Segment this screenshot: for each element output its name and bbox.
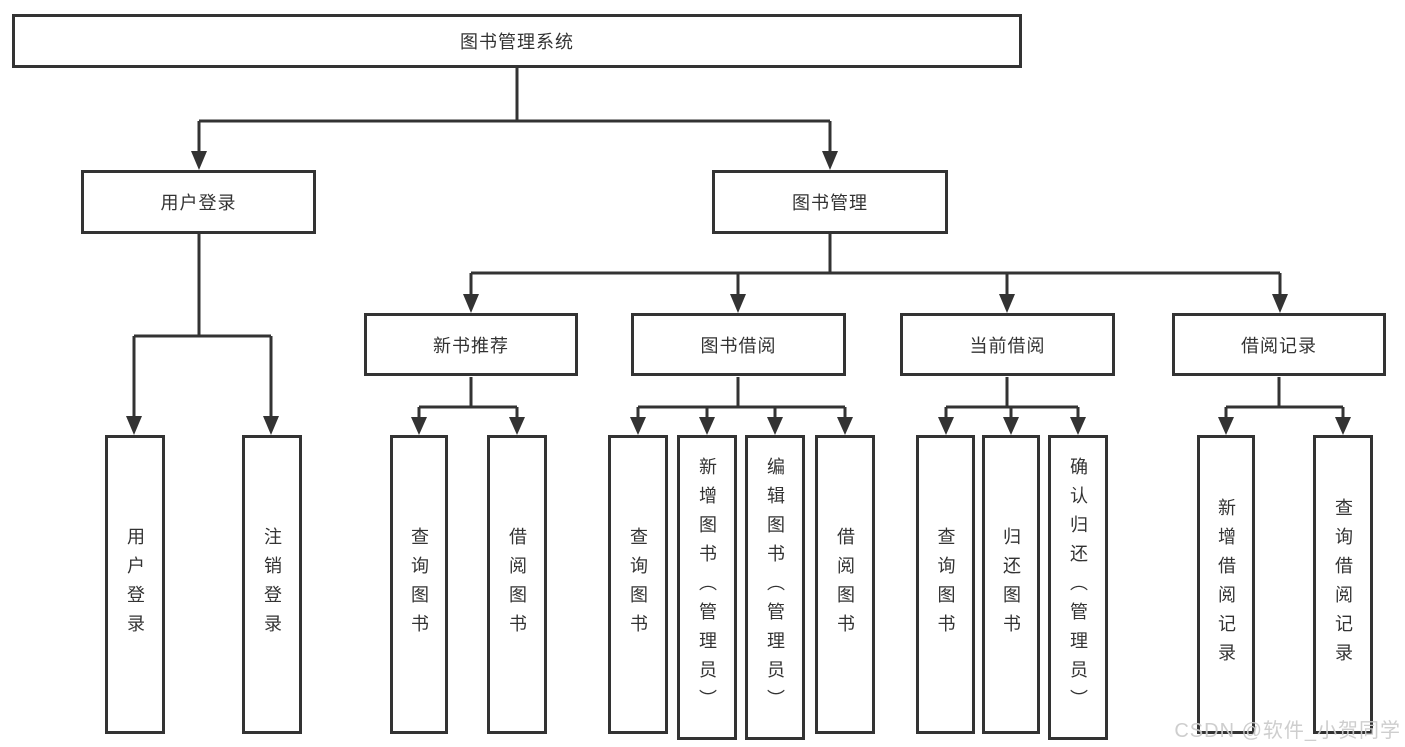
- node-user-login-label: 用户登录: [160, 193, 237, 213]
- leaf-recommend-borrow-books: 借阅图书: [487, 435, 547, 734]
- node-user-login: 用户登录: [81, 170, 316, 234]
- leaf-recommend-borrow-books-label: 借阅图书: [507, 526, 527, 643]
- node-new-book-recommend-label: 新书推荐: [433, 335, 509, 356]
- leaf-confirm-return-admin: 确认归还（管理员）: [1048, 435, 1108, 740]
- csdn-watermark: CSDN @软件_小贺同学: [1174, 720, 1401, 742]
- node-book-management: 图书管理: [712, 170, 948, 234]
- node-root: 图书管理系统: [12, 14, 1022, 68]
- leaf-borrow-books-label: 借阅图书: [835, 526, 855, 643]
- leaf-borrow-query-books: 查询图书: [608, 435, 668, 734]
- leaf-return-books: 归还图书: [982, 435, 1040, 734]
- leaf-add-books-admin: 新增图书（管理员）: [677, 435, 737, 740]
- leaf-current-query-books: 查询图书: [916, 435, 975, 734]
- leaf-confirm-return-admin-label: 确认归还（管理员）: [1068, 457, 1088, 718]
- node-new-book-recommend: 新书推荐: [364, 313, 578, 376]
- leaf-borrow-books: 借阅图书: [815, 435, 875, 734]
- node-book-borrow-label: 图书借阅: [700, 335, 777, 356]
- node-book-management-label: 图书管理: [792, 193, 868, 213]
- leaf-borrow-query-books-label: 查询图书: [628, 526, 648, 643]
- leaf-return-books-label: 归还图书: [1001, 526, 1021, 643]
- node-borrow-records: 借阅记录: [1172, 313, 1386, 376]
- leaf-recommend-query-books-label: 查询图书: [409, 526, 429, 643]
- node-borrow-records-label: 借阅记录: [1241, 335, 1317, 356]
- leaf-edit-books-admin: 编辑图书（管理员）: [745, 435, 805, 740]
- leaf-user-login: 用户登录: [105, 435, 165, 734]
- leaf-logout: 注销登录: [242, 435, 302, 734]
- node-book-borrow: 图书借阅: [631, 313, 846, 376]
- leaf-user-login-label: 用户登录: [125, 526, 145, 643]
- leaf-logout-label: 注销登录: [262, 526, 282, 643]
- leaf-edit-books-admin-label: 编辑图书（管理员）: [765, 457, 785, 718]
- leaf-query-borrow-record: 查询借阅记录: [1313, 435, 1373, 734]
- leaf-add-books-admin-label: 新增图书（管理员）: [697, 457, 717, 718]
- leaf-add-borrow-record-label: 新增借阅记录: [1216, 497, 1236, 672]
- node-root-label: 图书管理系统: [460, 32, 574, 52]
- node-current-borrow-label: 当前借阅: [969, 335, 1046, 356]
- leaf-add-borrow-record: 新增借阅记录: [1197, 435, 1255, 734]
- leaf-current-query-books-label: 查询图书: [935, 526, 956, 643]
- leaf-query-borrow-record-label: 查询借阅记录: [1333, 497, 1353, 672]
- leaf-recommend-query-books: 查询图书: [390, 435, 448, 734]
- node-current-borrow: 当前借阅: [900, 313, 1115, 376]
